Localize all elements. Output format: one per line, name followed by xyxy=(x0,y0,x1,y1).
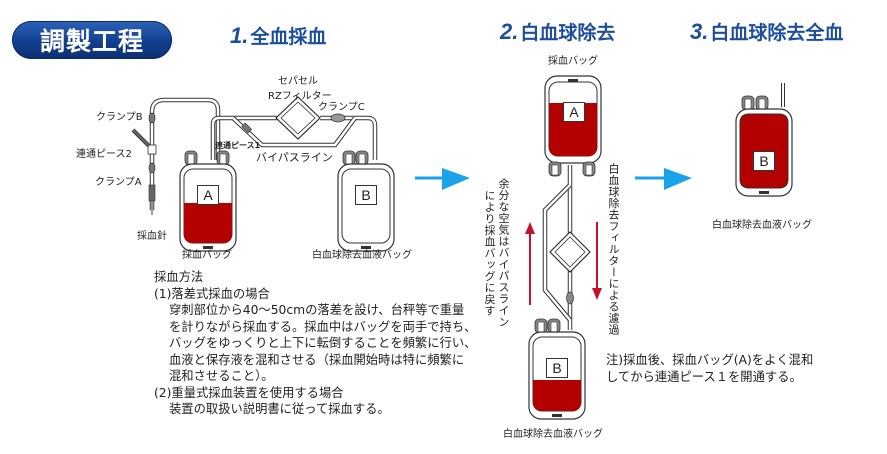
step3-bag-letter: B xyxy=(753,151,775,171)
connector-1-label: 連通ピース1 xyxy=(215,141,261,150)
footnote-line2: してから連通ピース１を開通する。 xyxy=(606,369,802,384)
step3-title: 3.白血球除去全血 xyxy=(690,18,843,45)
step2-top-bag-label: 採血バッグ xyxy=(548,56,598,67)
needle-label: 採血針 xyxy=(137,231,167,242)
step3-bag-b xyxy=(735,83,793,197)
clamp-b-label: クランプB xyxy=(96,112,143,123)
step1-number: 1. xyxy=(230,23,249,48)
step2-clamp-icon xyxy=(566,291,574,305)
air-return-note: 余分な空気はバイパスライン xyxy=(496,178,511,328)
step2-number: 2. xyxy=(500,19,519,44)
method-item1-heading: (1)落差式採血の場合 xyxy=(154,286,270,301)
step1-title: 1.全血採血 xyxy=(230,22,326,49)
method-item1-line: 血液と保存液を混和させる（採血開始時は特に頻繁に xyxy=(169,352,465,367)
clamp-c-icon xyxy=(330,113,346,123)
method-item1-line: バッグをゆっくりと上下に転倒することを頻繁に行い、 xyxy=(169,336,477,350)
method-item1-line: 混和させること）。 xyxy=(169,369,274,383)
step1-title-text: 全血採血 xyxy=(250,26,327,48)
process-arrow-2-icon xyxy=(635,168,692,190)
bypass-line-label: バイパスライン xyxy=(256,151,333,164)
method-title: 採血方法 xyxy=(154,270,204,284)
air-return-note-col1: 余分な空気はバイパスライン xyxy=(497,178,510,328)
air-return-arrow-icon xyxy=(525,222,535,305)
process-badge: 調製工程 xyxy=(12,21,172,59)
step3-title-text: 白血球除去全血 xyxy=(710,22,844,44)
step2-title: 2.白血球除去 xyxy=(500,18,615,45)
step1-bag-a-label: 採血バッグ xyxy=(182,250,232,261)
step1-bag-a xyxy=(179,150,237,252)
filtration-arrow-icon xyxy=(592,222,602,300)
step2-filter-icon xyxy=(549,231,591,273)
step2-bag-a-letter: A xyxy=(563,102,585,122)
step2-bottom-bag-label: 白血球除去血液バッグ xyxy=(503,429,603,440)
connector-2-label: 連通ピース2 xyxy=(76,149,132,160)
blood-needle-icon xyxy=(148,184,156,215)
air-return-note-2: により採血バッグに戻す xyxy=(482,190,497,317)
clamp-a-label: クランプA xyxy=(95,177,142,188)
step2-title-text: 白血球除去 xyxy=(520,22,616,44)
air-return-note-col2: により採血バッグに戻す xyxy=(483,190,496,317)
method-item2-heading: (2)重量式採血装置を使用する場合 xyxy=(154,385,344,400)
clamp-b-icon xyxy=(148,112,156,124)
process-arrow-1-icon xyxy=(415,168,470,190)
clamp-a-icon xyxy=(148,162,156,174)
step3-number: 3. xyxy=(690,19,709,44)
step2-bag-a xyxy=(544,75,602,177)
step1-bag-b-letter: B xyxy=(355,185,377,205)
filtration-note: 白血球除去フィルターによる濾過 xyxy=(607,163,620,336)
clamp-c-label: クランプC xyxy=(318,102,365,113)
method-item2-line: 装置の取扱い説明書に従って採血する。 xyxy=(169,402,390,416)
rz-filter-label-line2: RZフィルター xyxy=(268,91,332,102)
footnote-line1: 注)採血後、採血バッグ(A)をよく混和 xyxy=(606,353,814,367)
rz-filter-label-line1: セパセル xyxy=(278,76,318,87)
connector-piece-2-icon xyxy=(131,128,157,155)
step1-bag-b xyxy=(337,150,395,252)
rz-filter-icon xyxy=(275,96,321,140)
step2-bag-b-letter: B xyxy=(546,358,568,378)
step3-bag-label: 白血球除去血液バッグ xyxy=(712,220,812,231)
step2-footnote: 注)採血後、採血バッグ(A)をよく混和 してから連通ピース１を開通する。 xyxy=(606,352,813,385)
method-item1-line: を計りながら採血する。採血中はバッグを両手で持ち、 xyxy=(169,319,477,334)
rz-filter-label: セパセル RZフィルター xyxy=(268,72,332,102)
step1-bag-b-label: 白血球除去血液バッグ xyxy=(312,250,412,261)
step1-bag-a-letter: A xyxy=(197,185,219,205)
method-item1-line: 穿刺部位から40〜50cmの落差を設け、台秤等で重量 xyxy=(169,303,465,317)
connector-piece-1-icon xyxy=(241,122,253,134)
blood-collection-method: 採血方法 (1)落差式採血の場合 穿刺部位から40〜50cmの落差を設け、台秤等… xyxy=(154,269,476,418)
